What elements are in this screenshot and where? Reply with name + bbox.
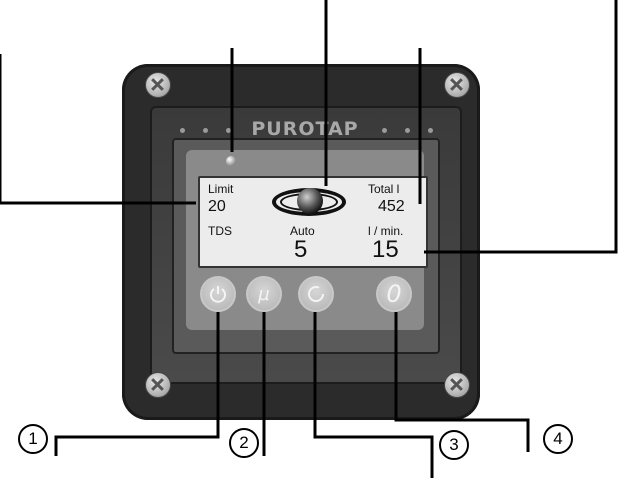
vent-dot [203, 128, 208, 133]
vent-dot [428, 128, 433, 133]
refresh-icon [308, 286, 324, 302]
status-led [226, 156, 236, 166]
refresh-button[interactable] [298, 276, 334, 312]
callout-4: 4 [543, 424, 573, 454]
screw-icon [444, 72, 470, 98]
zero-icon: 0 [386, 280, 402, 308]
vent-dot [382, 128, 387, 133]
mode-label: Auto [290, 224, 315, 238]
power-icon [210, 286, 226, 303]
mu-button[interactable]: µ [246, 276, 282, 312]
leader-line-limit [0, 54, 196, 205]
mu-icon: µ [258, 283, 270, 305]
vent-dot [180, 128, 185, 133]
leader-line-4 [394, 312, 530, 452]
eye-pupil [297, 188, 323, 214]
flow-label: l / min. [368, 224, 404, 238]
total-label: Total l [368, 182, 400, 196]
leader-line-1 [54, 312, 220, 456]
screw-icon [145, 372, 171, 398]
mode-value: 5 [294, 236, 308, 263]
callout-3: 3 [439, 430, 469, 460]
vent-dot [226, 128, 231, 133]
leader-line-3 [313, 312, 434, 478]
screw-icon [145, 72, 171, 98]
limit-label: Limit [208, 182, 234, 196]
leader-line-flow [424, 0, 618, 254]
callout-2: 2 [229, 428, 259, 458]
callout-1: 1 [18, 424, 48, 454]
tds-label: TDS [208, 224, 232, 238]
screw-icon [444, 372, 470, 398]
zero-button[interactable]: 0 [376, 276, 412, 312]
flow-value: 15 [372, 236, 399, 263]
vent-dot [405, 128, 410, 133]
total-value: 452 [378, 198, 405, 215]
limit-value: 20 [208, 198, 226, 215]
power-button[interactable] [200, 276, 236, 312]
brand-logo: PUROTAP [251, 118, 359, 140]
